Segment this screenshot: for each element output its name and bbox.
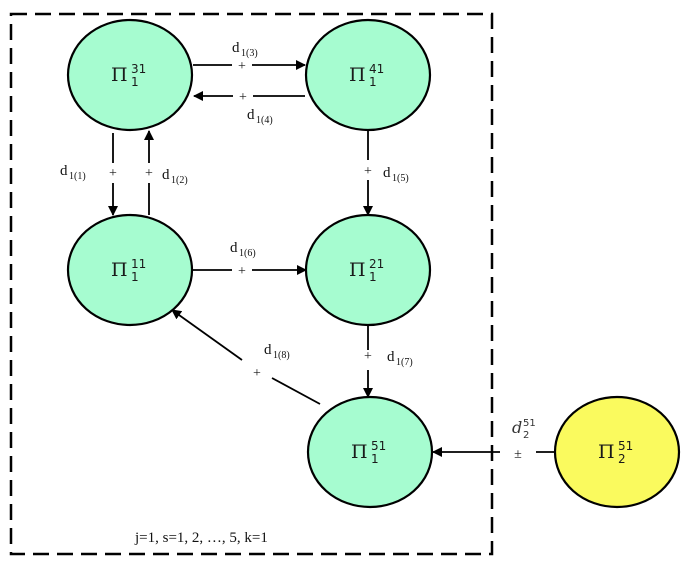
node-subscript: 1 <box>369 75 377 89</box>
node-symbol: Π <box>349 259 366 281</box>
edge-label: d <box>383 165 391 181</box>
node-subscript: 2 <box>618 452 626 466</box>
edge-sign: ± <box>514 447 522 462</box>
edge-label-subscript: 1(7) <box>396 357 413 368</box>
edge-sign: + <box>364 164 372 179</box>
edge-sign: + <box>239 90 247 105</box>
node-ellipse[interactable] <box>553 395 681 509</box>
node-subscript: 1 <box>131 75 139 89</box>
node-symbol: Π <box>349 64 366 86</box>
edge-label-subscript: 1(5) <box>392 173 409 184</box>
edge-label: d <box>232 40 240 56</box>
edge-arrow <box>171 309 243 361</box>
node-superscript: 41 <box>369 62 384 76</box>
node-ellipse[interactable] <box>304 213 432 327</box>
edge-sign: + <box>109 166 117 181</box>
edge-sign: + <box>253 366 261 381</box>
edge-sign: + <box>238 264 246 279</box>
node-superscript: 21 <box>369 257 384 271</box>
edge-label-subscript: 1(2) <box>171 175 188 186</box>
edge-label: d <box>512 418 522 437</box>
edge-sign: + <box>364 349 372 364</box>
edge-line <box>271 377 321 405</box>
node-ellipse[interactable] <box>66 18 194 132</box>
edge-label-subscript: 1(8) <box>273 350 290 361</box>
node-subscript: 1 <box>369 270 377 284</box>
edge-label-subscript: 1(1) <box>69 171 86 182</box>
node-superscript: 51 <box>371 439 386 453</box>
node-superscript: 11 <box>131 257 146 271</box>
edge-label: d <box>162 167 170 183</box>
edge-sign: + <box>238 59 246 74</box>
node-symbol: Π <box>598 441 615 463</box>
edge-label-subscript: 1(4) <box>256 115 273 126</box>
node-subscript: 1 <box>371 452 379 466</box>
edge-label: d <box>60 163 68 179</box>
node-ellipse[interactable] <box>66 213 194 327</box>
edge-label-subscript: 1(6) <box>239 248 256 259</box>
node-symbol: Π <box>351 441 368 463</box>
node-symbol: Π <box>111 64 128 86</box>
node-superscript: 51 <box>618 439 633 453</box>
node-ellipse[interactable] <box>306 395 434 509</box>
edge-label: d <box>230 240 238 256</box>
node-subscript: 1 <box>131 270 139 284</box>
edge-label: d <box>247 107 255 123</box>
edge-sign: + <box>145 166 153 181</box>
boundary-caption: j=1, s=1, 2, …, 5, k=1 <box>134 530 268 546</box>
edge-label: d <box>264 342 272 358</box>
edge-label-superscript: 51 <box>523 418 536 429</box>
node-symbol: Π <box>111 259 128 281</box>
subsystem-boundary <box>9 12 494 556</box>
node-ellipse[interactable] <box>304 18 432 132</box>
node-superscript: 31 <box>131 62 146 76</box>
edge-label-subscript: 2 <box>523 430 529 441</box>
edge-label-subscript: 1(3) <box>241 48 258 59</box>
edge-label: d <box>387 349 395 365</box>
